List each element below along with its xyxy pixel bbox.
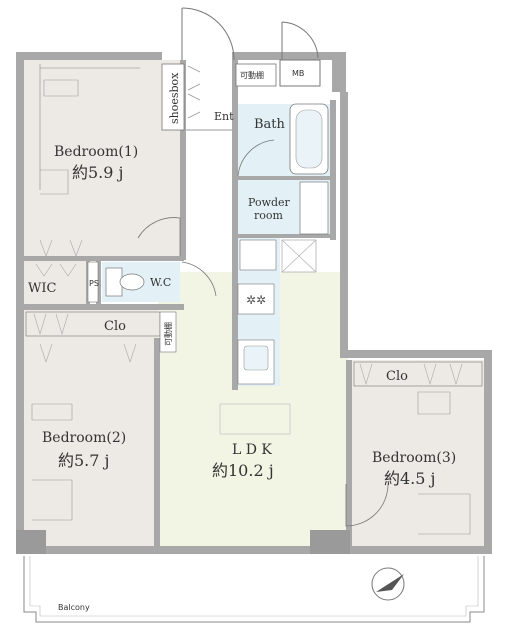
hanger-marks	[187, 65, 201, 119]
ldk-size: 約10.2 j	[212, 461, 274, 480]
toilet-icon	[119, 273, 145, 291]
wic-floor	[24, 260, 86, 304]
pillow-icon	[43, 79, 79, 97]
mb-box	[279, 21, 321, 87]
clo-left-box	[25, 311, 161, 337]
entrance-door[interactable]	[181, 7, 235, 61]
pillow-icon	[417, 391, 451, 415]
bedroom2: Bedroom(2) 約5.7 j	[31, 343, 137, 521]
ldk-name: L D K	[232, 442, 272, 458]
stove-icon	[237, 283, 275, 315]
movable-shelf-side	[159, 311, 177, 353]
bedroom2-size: 約5.7 j	[58, 451, 110, 470]
clo-right-box	[353, 361, 483, 387]
bedroom1: Bedroom(1) 約5.9 j	[39, 64, 181, 257]
entrance-label: Ent	[214, 110, 234, 123]
compass-icon	[371, 567, 405, 601]
fridge	[239, 239, 277, 271]
bedroom3-size: 約4.5 j	[384, 469, 436, 488]
powder-label-2: room	[254, 209, 284, 222]
clo-right-label: Clo	[386, 369, 408, 384]
bedroom1-name: Bedroom(1)	[54, 144, 138, 160]
bedroom3: Bedroom(3) 約4.5 j	[372, 391, 471, 535]
bedroom2-floor	[24, 338, 154, 546]
bedroom3-door[interactable]	[345, 483, 389, 527]
bedroom1-door[interactable]	[137, 217, 181, 256]
shoesbox-label: shoesbox	[168, 72, 181, 124]
bed-icon	[40, 169, 69, 195]
wic-hanger-marks	[35, 263, 77, 277]
powder-label-1: Powder	[248, 196, 291, 209]
shelf-side-label: 可動棚	[163, 322, 173, 346]
svg-text:✲✲: ✲✲	[246, 293, 266, 307]
bedroom3-name: Bedroom(3)	[372, 450, 456, 466]
clo-left-hangers	[33, 313, 69, 336]
wc: W.C	[105, 261, 217, 297]
wc-label: W.C	[150, 276, 171, 289]
pillow-icon	[31, 403, 73, 421]
bath-label: Bath	[254, 117, 286, 132]
walls	[16, 52, 492, 554]
shelf-top-label: 可動棚	[240, 70, 264, 80]
wic-label: WIC	[28, 281, 56, 296]
balcony: Balcony	[23, 556, 485, 623]
bedroom2-name: Bedroom(2)	[42, 430, 126, 446]
clo-right-hangers	[359, 363, 463, 386]
bed-icon	[418, 493, 471, 535]
bed-icon	[32, 479, 73, 521]
bedroom1-floor	[24, 60, 180, 256]
movable-shelf-top	[235, 63, 277, 87]
dining-table	[219, 403, 291, 435]
bath-door[interactable]	[237, 139, 275, 177]
bath: Bath	[237, 103, 329, 177]
ps-label: PS	[89, 279, 99, 288]
washbasin	[299, 181, 329, 235]
kitchen: ✲✲	[237, 239, 317, 385]
balcony-label: Balcony	[58, 603, 90, 612]
ps-box	[87, 261, 99, 303]
clo-left-label: Clo	[104, 319, 126, 334]
bedroom1-size: 約5.9 j	[72, 163, 124, 182]
mb-label: MB	[292, 69, 304, 78]
wic-hangers	[39, 239, 83, 257]
wc-door[interactable]	[181, 261, 217, 297]
floors	[24, 60, 484, 550]
shoesbox	[161, 63, 185, 131]
ldk: L D K 約10.2 j	[212, 403, 389, 527]
